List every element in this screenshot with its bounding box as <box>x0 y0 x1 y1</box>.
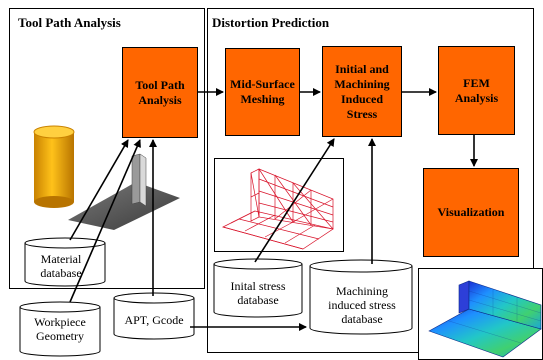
apt-gcode-label: APT, Gcode <box>124 313 184 327</box>
distortion-prediction-panel-title: Distortion Prediction <box>212 15 330 30</box>
visualization-box: Visualization <box>423 168 519 257</box>
material-database-cylinder <box>24 237 106 287</box>
tool-path-analysis-box: Tool Path Analysis <box>122 47 198 138</box>
material-database-label: Material database <box>40 252 82 280</box>
fem-contour-image <box>428 280 542 358</box>
workpiece-geometry-label: Workpiece Geometry <box>34 315 86 343</box>
initial-stress-database-cylinder <box>213 258 303 318</box>
tool-path-analysis-panel-title: Tool Path Analysis <box>18 15 121 30</box>
workpiece-geometry-cylinder <box>19 301 101 357</box>
fem-contour-frame <box>418 268 543 360</box>
thin-wall-part-image <box>68 153 180 230</box>
tool-path-analysis-box-label: Tool Path Analysis <box>135 77 185 107</box>
initial-machining-stress-box: Initial and Machining Induced Stress <box>322 46 402 137</box>
initial-stress-database-label: Inital stress database <box>230 279 286 307</box>
arrow-initial-stress-to-stress <box>254 138 335 263</box>
machining-stress-database-label: Machining induced stress database <box>328 284 396 326</box>
arrow-workpiece-to-toolpath <box>69 139 141 303</box>
fem-analysis-box: FEM Analysis <box>438 46 515 135</box>
cylinder-part-image <box>33 125 75 208</box>
machining-stress-database-cylinder <box>309 259 413 335</box>
fem-analysis-box-label: FEM Analysis <box>454 75 499 105</box>
mesh-picture-frame <box>214 158 344 252</box>
visualization-box-label: Visualization <box>437 205 505 219</box>
arrow-material-to-toolpath <box>69 139 129 241</box>
mesh-image <box>222 168 334 250</box>
part-illustration <box>33 125 180 230</box>
initial-machining-stress-box-label: Initial and Machining Induced Stress <box>334 61 390 121</box>
mid-surface-meshing-box: Mid-Surface Meshing <box>225 48 300 136</box>
mid-surface-meshing-box-label: Mid-Surface Meshing <box>230 77 295 106</box>
apt-gcode-cylinder <box>113 292 195 340</box>
